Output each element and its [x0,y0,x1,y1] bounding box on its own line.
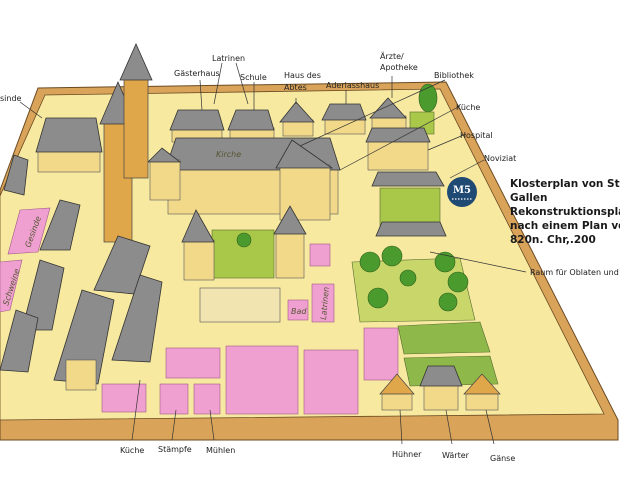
plot [309,243,331,267]
label-haus-abtes-1: Haus des [284,71,321,80]
plot-gesinde [7,207,51,255]
plot [363,327,399,381]
label-aerzte-2: Apotheke [380,63,418,72]
label-kueche-top: Küche [456,103,480,112]
servants-house [35,117,103,173]
plot-latrinen [311,283,335,323]
label-noviziat: Noviziat [484,154,516,163]
guest-house [169,109,225,143]
bloodletting-house [321,103,367,135]
label-kirche: Kirche [216,150,241,159]
plot [225,345,299,415]
novitiate [371,171,447,237]
cemetery-garden [351,245,476,323]
caption-line: Klosterplan von St. [510,178,620,190]
church [147,137,341,221]
label-bibliothek: Bibliothek [434,71,474,80]
workshop-yard [199,287,281,323]
label-kueche-bottom: Küche [120,446,144,455]
label-aerzte-1: Ärzte/ [380,51,404,61]
plot [193,383,221,415]
badge-text: M5 [453,185,471,196]
cloister [181,205,307,281]
label-huehner: Hühner [392,450,422,459]
label-muehlen: Mühlen [206,446,235,455]
abbot-house [279,101,315,137]
label-schule: Schule [240,73,267,82]
tower-back [119,43,153,179]
label-gaesterhaus: Gästerhaus [174,69,220,78]
left-houses [0,199,163,391]
label-gesinde-top: sinde [0,94,22,103]
label-raum-oblaten: Raum für Oblaten und Ö [530,267,620,277]
label-latrinen-inline: Latrinen [319,286,331,320]
plot [159,383,189,415]
chicken-house [379,373,415,411]
label-aderlasshaus: Aderlasshaus [326,81,379,90]
caption-line: 820n. Chr,.200 [510,234,596,246]
goose-house [463,373,501,411]
tree [418,83,438,113]
plot [303,349,359,415]
label-latrinen: Latrinen [212,54,245,63]
leader-lines [19,62,527,445]
label-haus-abtes-2: Abtes [284,83,307,92]
label-bad: Bad [291,307,307,316]
plot-schweine [0,259,23,313]
m5-badge: M5 [447,177,477,207]
plot [101,383,147,413]
label-waerter: Wärter [442,451,470,460]
plot [165,347,221,379]
left-building [3,154,29,196]
caption-line: Gallen [510,192,548,204]
hospital [365,127,431,171]
label-staempfe: Stämpfe [158,445,192,454]
caption: Klosterplan von St. Gallen Rekonstruktio… [510,178,620,246]
label-gaense: Gänse [490,454,515,463]
caption-line: Rekonstruktionsplan [510,206,620,218]
caption-line: nach einem Plan von [510,220,620,232]
keeper-house [419,365,463,411]
plot-bad [287,299,309,321]
school [227,109,275,143]
label-hospital: Hospital [460,131,493,140]
